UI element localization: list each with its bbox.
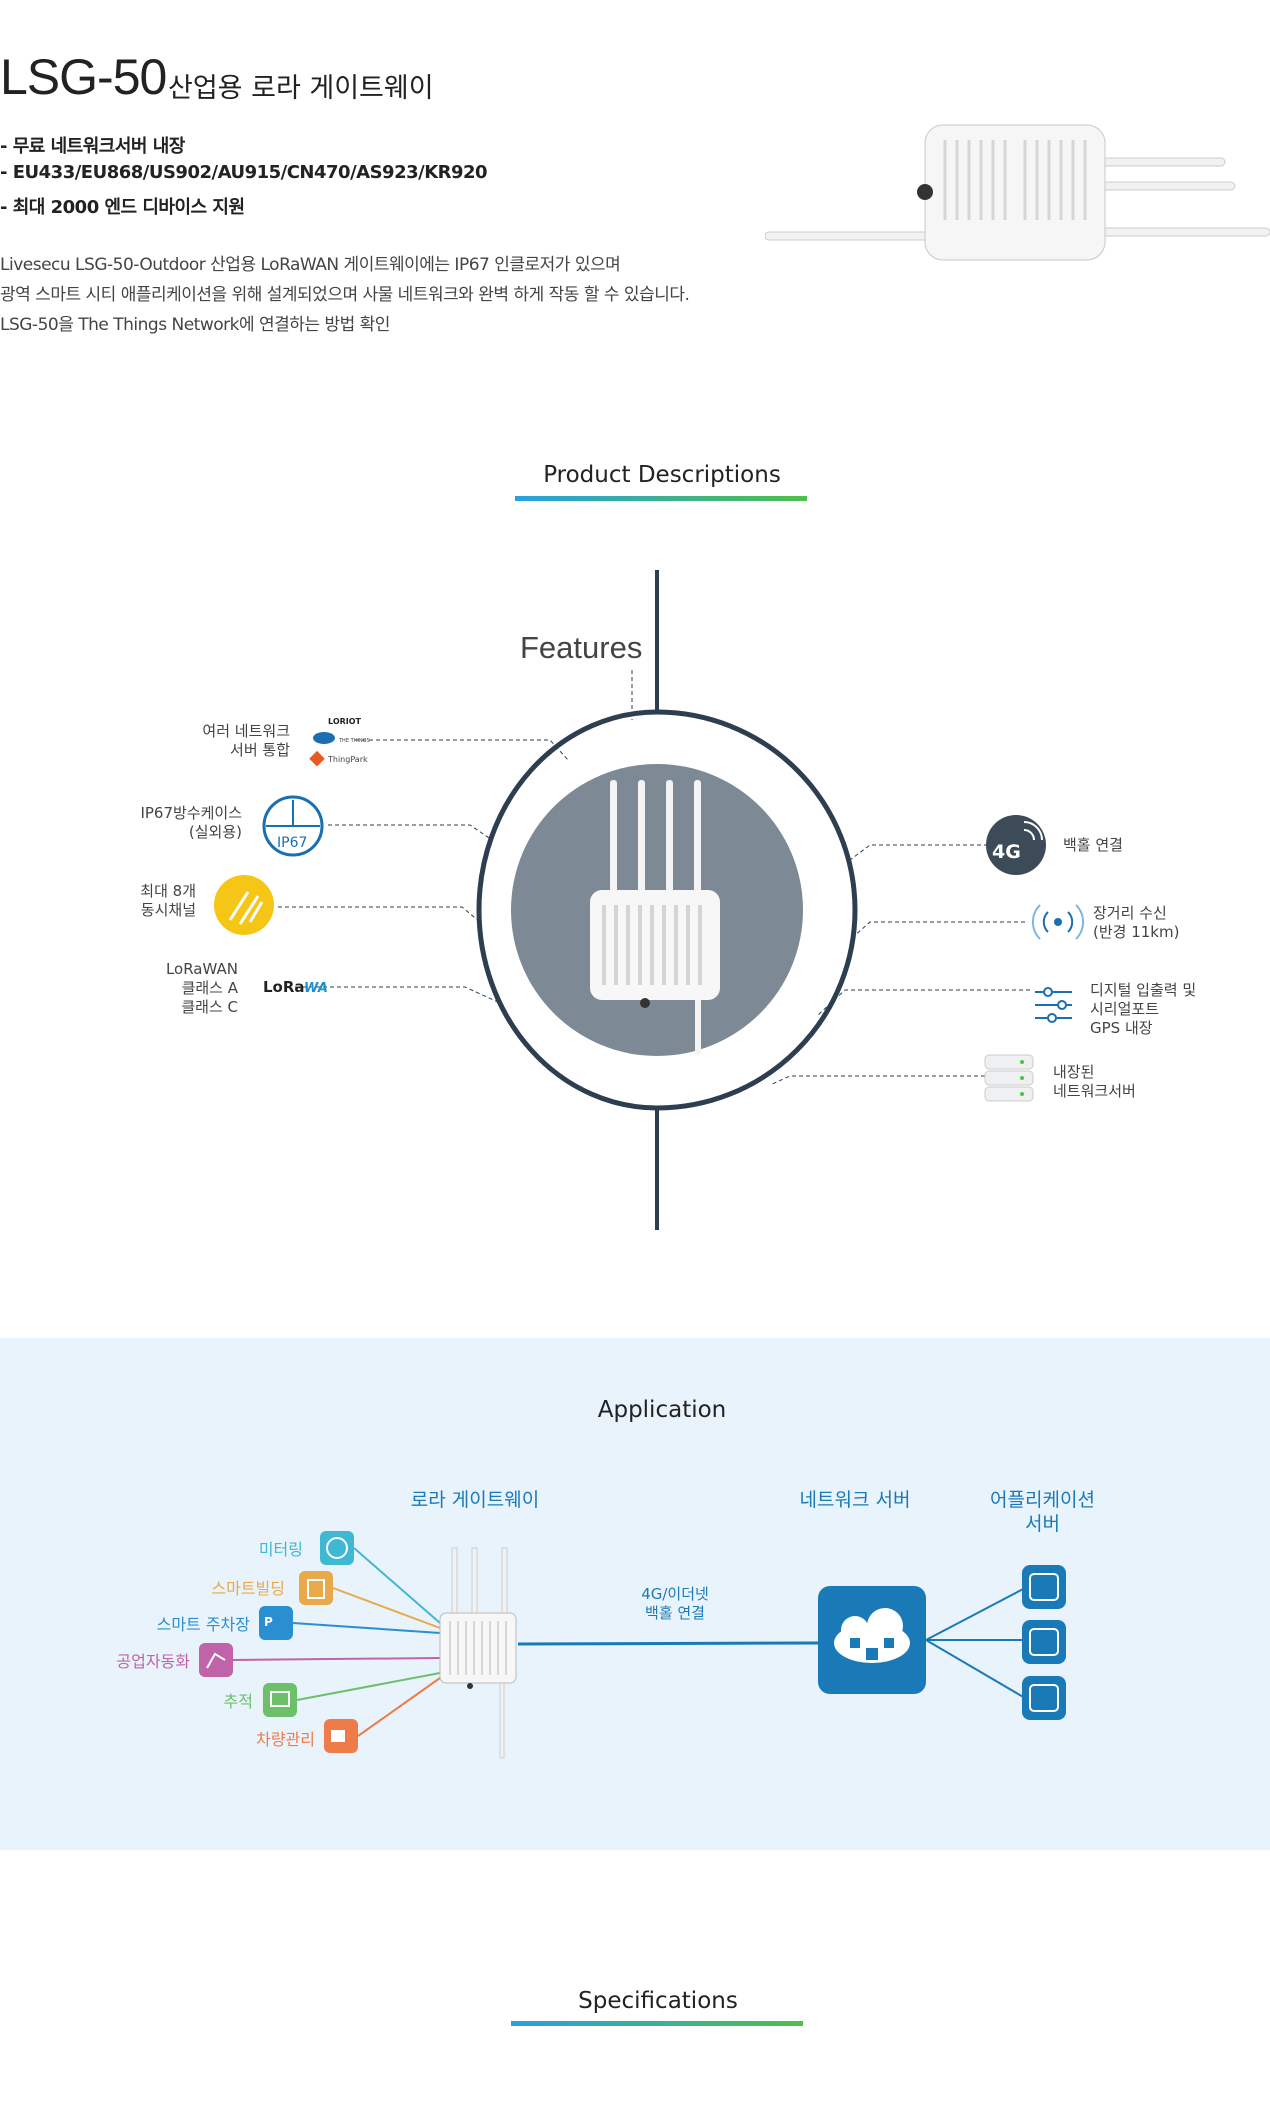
gateway-label: 로라 게이트웨이 [410,1489,540,1511]
server-stack-icon [984,1054,1034,1102]
description-line: 광역 스마트 시티 애플리케이션을 위해 설계되었으며 사물 네트워크와 완벽 … [0,285,690,305]
app-server-icon [1022,1565,1066,1609]
feature-label: 디지털 입출력 및 시리얼포트 GPS 내장 [1090,981,1197,1037]
svg-text:LoRa: LoRa [263,978,305,996]
description-line: LSG-50을 The Things Network에 연결하는 방법 확인 [0,315,390,335]
4g-signal-icon: 4G [986,815,1046,875]
svg-text:ThingPark: ThingPark [327,755,368,764]
feature-label: 내장된 네트워크서버 [1053,1063,1136,1100]
section-title-specifications: Specifications [578,1988,738,2014]
svg-text:IP67: IP67 [277,835,307,851]
meter-clock-icon [320,1531,354,1565]
backhaul-label: 4G/이더넷 백홀 연결 [641,1585,709,1622]
bullet-item: - EU433/EU868/US902/AU915/CN470/AS923/KR… [0,162,488,183]
arrows-channel-icon [214,875,274,935]
svg-text:4G: 4G [992,841,1021,863]
cloud-network-server-icon [818,1586,926,1694]
bullet-item: - 무료 네트워크서버 내장 [0,136,185,157]
app-server-icon [1022,1676,1066,1720]
app-server-label: 어플리케이션 서버 [990,1489,1095,1535]
product-model: LSG-50 [0,49,167,105]
svg-text:THE THINGS: THE THINGS [338,738,370,744]
feature-label: 최대 8개 동시채널 [140,882,196,919]
app-source-label: 공업자동화 [116,1652,190,1671]
feature-label: 백홀 연결 [1063,836,1123,854]
description-line: Livesecu LSG-50-Outdoor 산업용 LoRaWAN 게이트웨… [0,255,621,275]
feature-label: 장거리 수신 (반경 11km) [1093,904,1180,941]
building-icon [299,1571,333,1605]
svg-text:LORIOT: LORIOT [328,717,362,726]
app-source-label: 차량관리 [256,1730,315,1749]
sliders-icon [1035,987,1072,1023]
app-source-label: 스마트 주차장 [156,1615,250,1634]
ip67-icon: IP67 [262,795,324,857]
feature-label: IP67방수케이스 (실외용) [140,804,242,841]
app-source-label: 스마트빌딩 [211,1579,285,1598]
application-diagram: P [199,1531,1066,1759]
features-diagram: LORIOT THE THINGS ThingPark IP67 LoRa WA… [214,570,1085,1230]
svg-text:WA: WA [304,981,328,996]
feature-label: LoRaWAN 클래스 A 클래스 C [165,960,238,1016]
network-server-label: 네트워크 서버 [799,1489,911,1511]
svg-text:P: P [264,1615,273,1629]
wireless-signal-icon [1031,904,1085,940]
features-label: Features [520,630,643,665]
feature-label: 여러 네트워크 서버 통합 [202,722,290,759]
network-logos-icon: LORIOT THE THINGS ThingPark [309,717,370,767]
app-source-label: 미터링 [258,1540,303,1559]
gateway-product-image [765,124,1270,261]
gateway-device-icon [590,780,720,1055]
section-title-product-descriptions: Product Descriptions [543,462,781,488]
section-underline [515,496,807,501]
map-tracking-icon [263,1683,297,1717]
app-server-icon [1022,1620,1066,1664]
section-underline [511,2021,803,2026]
section-title-application: Application [597,1397,727,1423]
parking-car-icon [259,1606,293,1640]
product-subtitle: 산업용 로라 게이트웨이 [168,73,434,104]
gateway-device-icon [439,1547,517,1759]
app-source-label: 추적 [223,1692,253,1711]
lorawan-logo-icon: LoRa WA [263,978,328,996]
robot-arm-icon [199,1643,233,1677]
bullet-item: - 최대 2000 엔드 디바이스 지원 [0,197,245,218]
